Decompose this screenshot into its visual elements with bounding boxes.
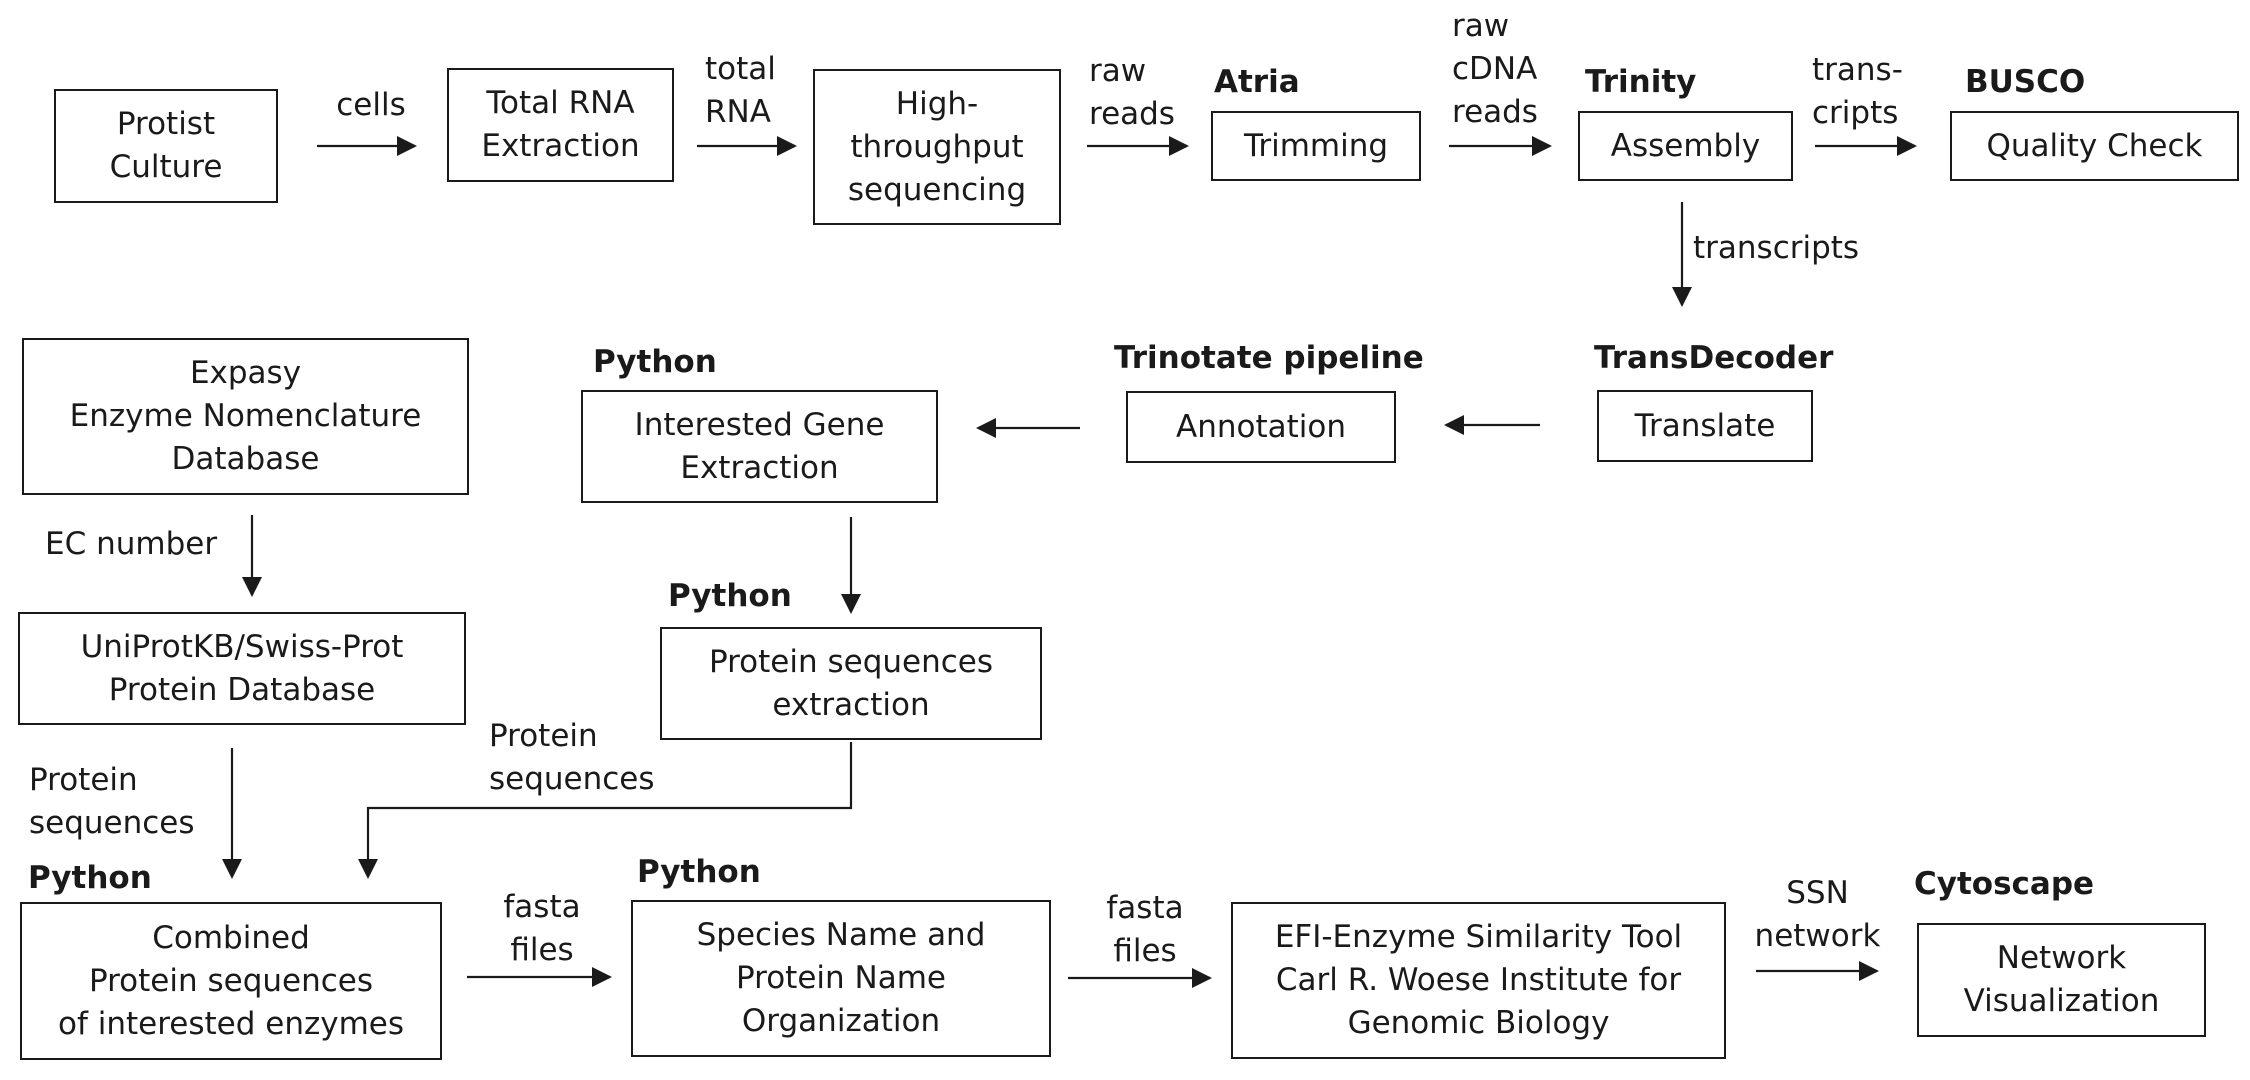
label-line: total — [705, 51, 776, 87]
box-quality-check: Quality Check — [1950, 111, 2239, 181]
label-line: cells — [336, 87, 406, 123]
box-trimming: Trimming — [1211, 111, 1421, 181]
box-line: Visualization — [1963, 983, 2160, 1019]
tool-transdecoder: TransDecoder — [1594, 340, 1834, 376]
box-line: Enzyme Nomenclature — [69, 398, 422, 434]
label-fasta-files-2: fasta files — [1090, 887, 1200, 973]
label-line: cDNA — [1452, 51, 1538, 87]
label-transcripts-top: trans-cripts — [1812, 49, 1903, 135]
box-line: Quality Check — [1986, 127, 2203, 164]
arrow-protein-to-combined — [358, 742, 853, 879]
tool-busco: BUSCO — [1965, 64, 2086, 100]
box-line: Protein sequences — [708, 643, 994, 680]
label-cells: cells — [317, 84, 425, 127]
label-line: Protein — [29, 762, 138, 798]
label-line: reads — [1089, 96, 1175, 132]
box-line: Protein Database — [108, 671, 376, 708]
label-raw-reads: raw reads — [1089, 50, 1175, 136]
label-line: fasta — [503, 889, 581, 925]
box-line: Species Name and — [696, 917, 986, 953]
box-high-throughput-sequencing: High-throughput sequencing — [813, 69, 1061, 225]
box-annotation: Annotation — [1126, 391, 1396, 463]
tool-cytoscape: Cytoscape — [1914, 866, 2095, 902]
label-transcripts-down: transcripts — [1693, 227, 1859, 270]
label-ssn-network: SSN network — [1750, 872, 1885, 958]
box-line: of interested enzymes — [57, 1005, 405, 1042]
box-translate: Translate — [1597, 390, 1813, 462]
tool-python-protein-extraction: Python — [668, 578, 792, 614]
label-line: raw — [1089, 53, 1147, 89]
box-line: Extraction — [680, 449, 839, 486]
label-raw-cdna-reads: raw cDNA reads — [1452, 5, 1538, 134]
box-line: sequencing — [847, 171, 1027, 208]
label-line: SSN — [1786, 875, 1849, 911]
box-assembly: Assembly — [1578, 111, 1793, 181]
label-line: network — [1754, 918, 1881, 954]
tool-trinity: Trinity — [1585, 64, 1697, 100]
label-line: raw — [1452, 8, 1510, 44]
box-line: Translate — [1634, 407, 1776, 444]
box-line: Database — [171, 441, 320, 477]
tool-trinotate-pipeline: Trinotate pipeline — [1114, 340, 1424, 376]
box-line: Genomic Biology — [1347, 1005, 1610, 1041]
box-line: Protist — [116, 106, 216, 142]
label-ec-number: EC number — [45, 523, 217, 566]
label-line: sequences — [29, 805, 195, 841]
label-line: Protein — [489, 718, 598, 754]
box-line: EFI-Enzyme Similarity Tool — [1274, 919, 1683, 955]
box-line: Extraction — [481, 128, 640, 164]
label-line: files — [510, 932, 574, 968]
tool-python-gene-extraction: Python — [593, 344, 717, 380]
box-line: Culture — [109, 149, 223, 185]
box-line: throughput — [850, 128, 1024, 165]
label-line: cripts — [1812, 95, 1899, 131]
box-line: Combined — [152, 919, 310, 956]
tool-python-organization: Python — [637, 854, 761, 890]
label-protein-sequences-left: Protein sequences — [29, 759, 195, 845]
box-line: Expasy — [189, 355, 302, 391]
label-protein-sequences-mid: Protein sequences — [489, 715, 655, 801]
box-total-rna-extraction: Total RNA Extraction — [447, 68, 674, 182]
box-line: Protein Name — [736, 960, 946, 996]
label-fasta-files-1: fasta files — [487, 886, 597, 972]
label-line: RNA — [705, 94, 771, 130]
tool-atria: Atria — [1214, 64, 1300, 100]
box-line: Carl R. Woese Institute for — [1275, 962, 1682, 998]
box-line: Interested Gene — [634, 406, 885, 443]
box-line: Protein sequences — [88, 962, 374, 999]
box-line: Trimming — [1243, 127, 1389, 164]
box-line: UniProtKB/Swiss-Prot — [80, 628, 404, 665]
box-line: Network — [1996, 940, 2127, 976]
label-line: EC number — [45, 526, 218, 562]
label-line: sequences — [489, 761, 655, 797]
box-line: High- — [895, 85, 979, 122]
box-line: Total RNA — [486, 85, 635, 121]
box-line: Annotation — [1175, 408, 1346, 445]
label-line: trans- — [1812, 52, 1903, 88]
box-line: extraction — [772, 686, 930, 723]
box-line: Assembly — [1610, 127, 1761, 164]
box-line: Organization — [741, 1003, 941, 1039]
label-line: reads — [1452, 94, 1538, 130]
label-line: files — [1113, 933, 1177, 969]
tool-python-combined: Python — [28, 860, 152, 896]
label-line: fasta — [1106, 890, 1184, 926]
box-protein-sequences-extraction: Protein sequences extraction — [660, 627, 1042, 740]
label-line: transcripts — [1693, 230, 1860, 266]
